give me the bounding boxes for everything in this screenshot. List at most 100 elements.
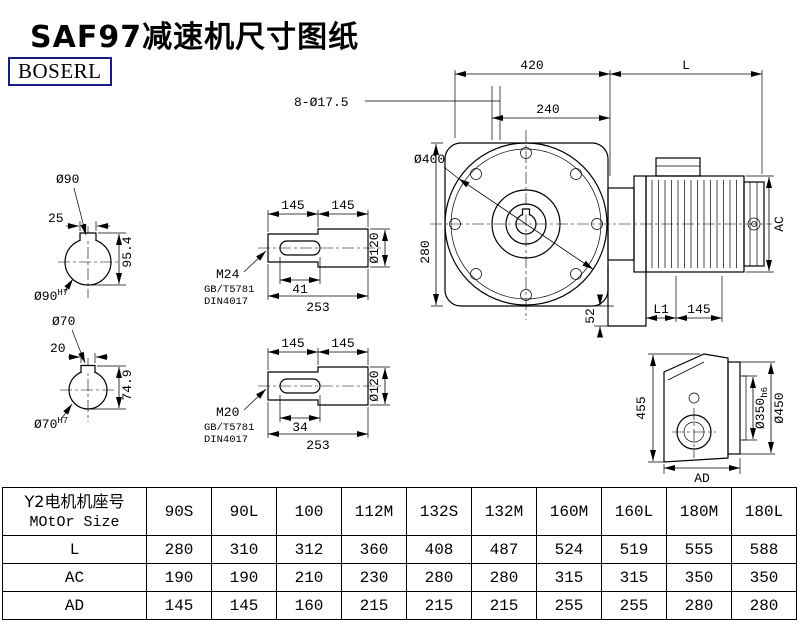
shaft-end-view-70: Ø70 20 74.9 Ø70H7 — [34, 314, 135, 432]
dim-flange-dia-450: Ø450 — [772, 392, 787, 423]
table-row-ad: AD 145 145 160 215 215 215 255 255 280 2… — [2, 591, 797, 620]
gearbox-side-view: 455 Ø350h6 Ø450 AD — [634, 353, 787, 486]
shaft-outline — [267, 366, 369, 406]
keyway-slot — [279, 378, 321, 394]
cell-l-4: 408 — [406, 535, 472, 564]
keyway-90 — [79, 232, 97, 241]
leader-line — [63, 278, 74, 293]
col-112m: 112M — [341, 487, 407, 536]
cell-ad-0: 145 — [146, 591, 212, 620]
dim-len-b: 145 — [331, 336, 354, 351]
cell-ac-6: 315 — [536, 563, 602, 592]
extension-lines — [365, 70, 763, 176]
motor-fins — [651, 180, 737, 268]
thread-label: M24 — [216, 267, 240, 282]
cell-l-6: 524 — [536, 535, 602, 564]
bolt-hole — [570, 268, 582, 280]
brand-logo: BOSERL — [8, 57, 112, 86]
cell-l-2: 312 — [276, 535, 342, 564]
shaft-end-view-90: Ø90 25 95.4 Ø90H7 — [34, 172, 135, 304]
dim-145: 145 — [687, 302, 710, 317]
cell-ac-7: 315 — [601, 563, 667, 592]
leader-line — [61, 403, 73, 419]
bolt-hole — [470, 268, 482, 280]
dim-key-height: 95.4 — [120, 236, 135, 267]
dim-motor-length: L — [682, 58, 690, 73]
extension-lines — [79, 221, 126, 286]
flange-circle-inner — [450, 148, 602, 300]
extension-lines — [431, 142, 443, 307]
output-bore-inner — [683, 421, 705, 443]
fan-cowl-lines — [749, 182, 758, 266]
dim-bore-fit: Ø70H7 — [34, 416, 68, 432]
table-row-ac: AC 190 190 210 230 280 280 315 315 350 3… — [2, 563, 797, 592]
keyway-mask — [80, 233, 96, 241]
leader-line — [71, 329, 86, 364]
bolt-hole — [520, 289, 532, 301]
dim-key-height: 74.9 — [120, 369, 135, 400]
output-shaft-view-m20: 145 145 Ø120 M20 GB/T5781 DIN4017 34 253 — [204, 336, 390, 453]
dim-key-len: 41 — [292, 282, 308, 297]
cell-ad-2: 160 — [276, 591, 342, 620]
fan-hub-center — [751, 221, 757, 227]
dim-key-width: 25 — [48, 211, 64, 226]
brand-text: BOSERL — [18, 59, 102, 83]
keyway-70 — [80, 364, 96, 373]
dim-key-width: 20 — [50, 341, 66, 356]
output-shaft-view-m24: 145 145 Ø120 M24 GB/T5781 DIN4017 41 253 — [204, 198, 390, 315]
cell-ad-9: 280 — [731, 591, 797, 620]
row-label-ad: AD — [2, 591, 147, 620]
dim-len-a: 145 — [281, 336, 304, 351]
dim-len-a: 145 — [281, 198, 304, 213]
output-bore — [676, 414, 712, 450]
leader-line — [243, 388, 267, 411]
col-100: 100 — [276, 487, 342, 536]
spigot-plate — [739, 375, 747, 441]
dim-shaft-dia: Ø120 — [367, 232, 382, 263]
thread-label: M20 — [216, 405, 239, 420]
cell-ac-5: 280 — [471, 563, 537, 592]
extension-lines — [594, 305, 614, 327]
motor-dimension-table: Y2电机机座号 MOtOr Size 90S 90L 100 112M 132S… — [2, 487, 797, 620]
extension-lines — [645, 276, 723, 322]
dim-bore-fit: Ø90H7 — [34, 288, 68, 304]
dim-height-455: 455 — [634, 396, 649, 419]
extension-lines — [267, 348, 390, 438]
row-label-ac: AC — [2, 563, 147, 592]
cell-ad-7: 255 — [601, 591, 667, 620]
cell-ac-0: 190 — [146, 563, 212, 592]
centerlines — [672, 408, 716, 458]
page-title: SAF97减速机尺寸图纸 — [30, 20, 360, 55]
standard-din: DIN4017 — [204, 296, 248, 308]
row-label-l: L — [2, 535, 147, 564]
dim-foot-offset: 52 — [583, 308, 598, 324]
bolt-hole — [570, 168, 582, 180]
col-90s: 90S — [146, 487, 212, 536]
cell-ac-9: 350 — [731, 563, 797, 592]
cell-l-5: 487 — [471, 535, 537, 564]
spigot-value: Ø350 — [753, 398, 768, 429]
fan-cowl — [743, 181, 765, 267]
cell-ac-1: 190 — [211, 563, 277, 592]
dim-shaft-dia: Ø90 — [56, 172, 79, 187]
standard-din: DIN4017 — [204, 434, 248, 446]
cell-ad-4: 215 — [406, 591, 472, 620]
dim-overall-width: 420 — [520, 58, 543, 73]
cell-l-7: 519 — [601, 535, 667, 564]
cell-l-0: 280 — [146, 535, 212, 564]
flange-plate — [727, 361, 741, 455]
col-180m: 180M — [666, 487, 732, 536]
bolt-holes-label: 8-Ø17.5 — [294, 95, 349, 110]
leader-line — [73, 187, 87, 236]
header-line1: Y2电机机座号 — [24, 491, 125, 511]
keyway-mask — [81, 365, 95, 373]
standard-gb: GB/T5781 — [204, 284, 254, 296]
dim-width-ad: AD — [694, 471, 710, 486]
dim-total-len: 253 — [306, 438, 329, 453]
cell-l-1: 310 — [211, 535, 277, 564]
col-90l: 90L — [211, 487, 277, 536]
leader-line — [443, 166, 460, 180]
terminal-box — [655, 157, 701, 177]
dim-line-flange-dia — [458, 178, 594, 270]
